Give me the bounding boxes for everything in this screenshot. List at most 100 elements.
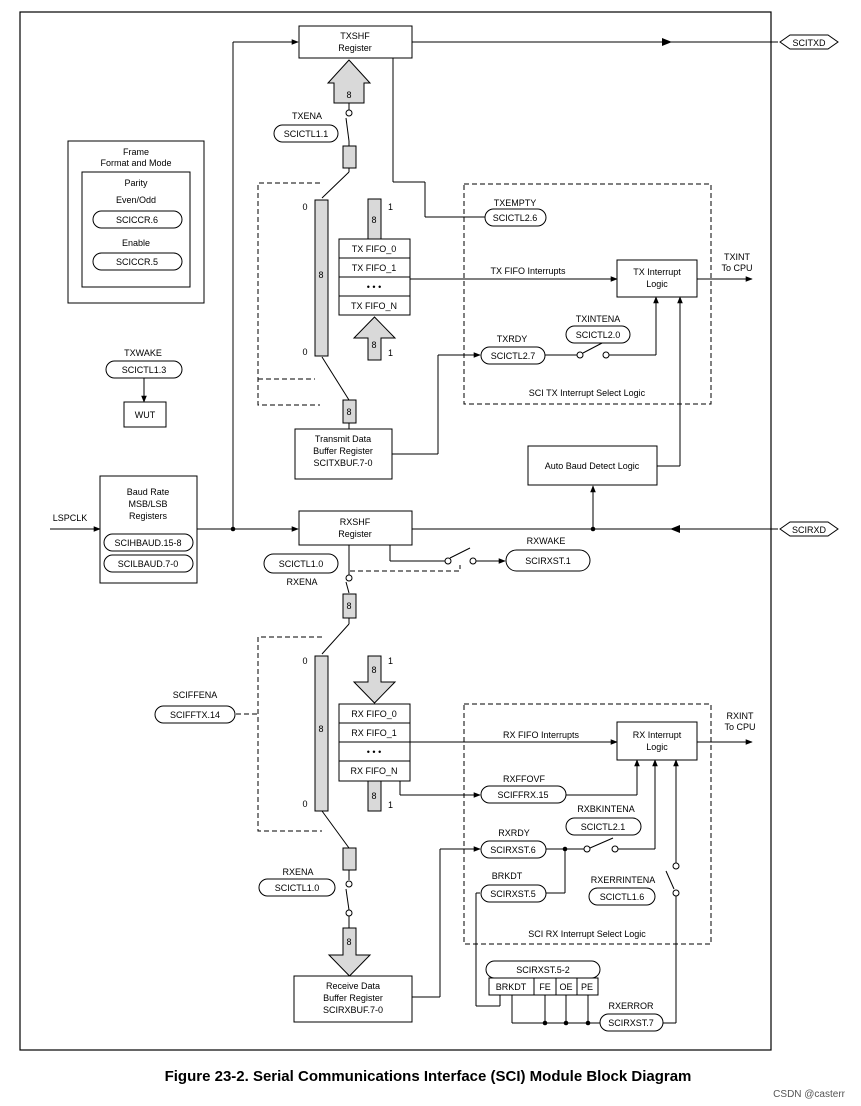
tx-vertical-bus: 8 0 0 <box>302 199 329 357</box>
svg-text:Frame: Frame <box>123 147 149 157</box>
svg-text:SCIFFTX.14: SCIFFTX.14 <box>170 710 220 720</box>
svg-text:8: 8 <box>371 791 376 801</box>
svg-text:Buffer Register: Buffer Register <box>313 446 373 456</box>
svg-text:8: 8 <box>318 724 323 734</box>
scictl10-upper: SCICTL1.0 RXENA <box>263 553 339 587</box>
rx-interrupt-logic: RX Interrupt Logic <box>616 721 698 761</box>
txintena-signal: TXINTENA SCICTL2.0 <box>565 314 631 344</box>
svg-text:8: 8 <box>371 215 376 225</box>
svg-text:SCIRXST.6: SCIRXST.6 <box>490 845 536 855</box>
svg-text:Register: Register <box>338 529 372 539</box>
svg-text:PE: PE <box>581 982 593 992</box>
svg-text:FE: FE <box>539 982 551 992</box>
svg-text:0: 0 <box>302 347 307 357</box>
svg-text:RX FIFO_1: RX FIFO_1 <box>351 728 397 738</box>
svg-text:SCIFFENA: SCIFFENA <box>173 690 218 700</box>
sciffena-signal: SCIFFENA SCIFFTX.14 <box>154 690 236 724</box>
tx-fifo-out-arrow: 8 1 <box>352 316 397 361</box>
svg-text:8: 8 <box>346 601 351 611</box>
rx-buffer-seg-2 <box>342 847 357 871</box>
rxbkintena-signal: RXBKINTENA SCICTL2.1 <box>565 804 642 836</box>
svg-text:0: 0 <box>302 202 307 212</box>
tx-fifo-in-bus: 8 1 <box>367 198 393 240</box>
svg-text:RXERROR: RXERROR <box>608 1001 654 1011</box>
svg-text:TXSHF: TXSHF <box>340 31 370 41</box>
svg-text:Even/Odd: Even/Odd <box>116 195 156 205</box>
svg-text:MSB/LSB: MSB/LSB <box>128 499 167 509</box>
rx-fifo-in-arrow: 8 1 <box>352 655 397 704</box>
svg-text:SCITXD: SCITXD <box>792 38 826 48</box>
module-border <box>19 11 772 1051</box>
svg-text:RX Interrupt: RX Interrupt <box>633 730 682 740</box>
auto-baud-detect-logic: Auto Baud Detect Logic <box>527 445 658 486</box>
rxffovf-signal: RXFFOVF SCIFFRX.15 <box>480 774 567 804</box>
svg-text:SCICTL2.6: SCICTL2.6 <box>493 213 538 223</box>
svg-text:SCIRXST.7: SCIRXST.7 <box>608 1018 654 1028</box>
svg-text:Register: Register <box>338 43 372 53</box>
tx-select-logic-label: SCI TX Interrupt Select Logic <box>529 388 646 398</box>
svg-text:TX FIFO_N: TX FIFO_N <box>351 301 397 311</box>
svg-text:RX FIFO_N: RX FIFO_N <box>350 766 397 776</box>
svg-text:TXINT: TXINT <box>724 252 751 262</box>
txshf-register: TXSHF Register <box>298 25 413 59</box>
svg-text:SCICCR.5: SCICCR.5 <box>116 257 158 267</box>
baud-rate-registers: Baud Rate MSB/LSB Registers SCIHBAUD.15-… <box>99 475 198 584</box>
svg-text:Baud Rate: Baud Rate <box>127 487 170 497</box>
rxshf-register: RXSHF Register <box>298 510 413 546</box>
svg-text:0: 0 <box>302 799 307 809</box>
svg-text:RXRDY: RXRDY <box>498 828 530 838</box>
svg-text:RXENA: RXENA <box>282 867 313 877</box>
tx-fifo-interrupts-label: TX FIFO Interrupts <box>490 266 566 276</box>
rxerror-signal: RXERROR SCIRXST.7 <box>599 1001 664 1032</box>
rxint-output: RXINT To CPU <box>724 711 755 732</box>
rxena-lower: RXENA SCICTL1.0 <box>258 867 336 897</box>
svg-text:8: 8 <box>346 90 351 100</box>
svg-text:0: 0 <box>302 656 307 666</box>
svg-text:8: 8 <box>318 270 323 280</box>
rx-buffer-seg-1: 8 <box>342 593 357 619</box>
svg-text:Parity: Parity <box>124 178 148 188</box>
svg-text:Auto Baud Detect Logic: Auto Baud Detect Logic <box>545 461 640 471</box>
svg-text:SCIRXD: SCIRXD <box>792 525 827 535</box>
svg-text:RXWAKE: RXWAKE <box>527 536 566 546</box>
svg-text:SCICTL2.0: SCICTL2.0 <box>576 330 621 340</box>
svg-text:WUT: WUT <box>135 410 156 420</box>
svg-text:RX FIFO_0: RX FIFO_0 <box>351 709 397 719</box>
svg-text:SCICTL1.0: SCICTL1.0 <box>279 559 324 569</box>
txwake-signal: TXWAKE SCICTL1.3 <box>105 348 183 379</box>
txint-output: TXINT To CPU <box>721 252 752 273</box>
svg-text:BRKDT: BRKDT <box>496 982 527 992</box>
svg-text:SCIRXBUF.7-0: SCIRXBUF.7-0 <box>323 1005 383 1015</box>
txena-signal: TXENA SCICTL1.1 <box>273 111 339 143</box>
rx-fifo: RX FIFO_0 RX FIFO_1 • • • RX FIFO_N <box>338 703 411 782</box>
receive-data-buffer: Receive Data Buffer Register SCIRXBUF.7-… <box>293 975 413 1023</box>
svg-text:Logic: Logic <box>646 279 668 289</box>
svg-text:SCIRXST.5-2: SCIRXST.5-2 <box>516 965 570 975</box>
txbuf-to-txshf-arrow: 8 <box>326 59 372 104</box>
wut-block: WUT <box>123 401 167 428</box>
svg-text:SCICTL1.0: SCICTL1.0 <box>275 883 320 893</box>
svg-text:SCICTL1.1: SCICTL1.1 <box>284 129 329 139</box>
svg-text:SCIHBAUD.15-8: SCIHBAUD.15-8 <box>114 538 181 548</box>
scirxst-status-register: SCIRXST.5-2 BRKDT FE OE PE <box>485 960 601 996</box>
svg-text:1: 1 <box>388 202 393 212</box>
svg-text:RXINT: RXINT <box>727 711 755 721</box>
svg-text:Buffer Register: Buffer Register <box>323 993 383 1003</box>
svg-text:RXERRINTENA: RXERRINTENA <box>591 875 656 885</box>
svg-text:8: 8 <box>346 937 351 947</box>
svg-text:TXINTENA: TXINTENA <box>576 314 621 324</box>
svg-text:BRKDT: BRKDT <box>492 871 523 881</box>
svg-text:SCICTL2.7: SCICTL2.7 <box>491 351 536 361</box>
figure-caption: Figure 23-2. Serial Communications Inter… <box>165 1068 692 1085</box>
svg-text:SCIRXST.5: SCIRXST.5 <box>490 889 536 899</box>
frame-format-mode: Frame Format and Mode Parity Even/Odd SC… <box>67 140 205 304</box>
rx-fifo-interrupts-label: RX FIFO Interrupts <box>503 730 580 740</box>
svg-text:SCITXBUF.7-0: SCITXBUF.7-0 <box>313 458 372 468</box>
rx-select-logic-label: SCI RX Interrupt Select Logic <box>528 929 646 939</box>
rxwake-signal: RXWAKE SCIRXST.1 <box>505 536 591 572</box>
svg-text:8: 8 <box>371 665 376 675</box>
scirxd-port: SCIRXD <box>779 521 839 537</box>
svg-text:Receive Data: Receive Data <box>326 981 380 991</box>
transmit-data-buffer: Transmit Data Buffer Register SCITXBUF.7… <box>294 428 393 480</box>
